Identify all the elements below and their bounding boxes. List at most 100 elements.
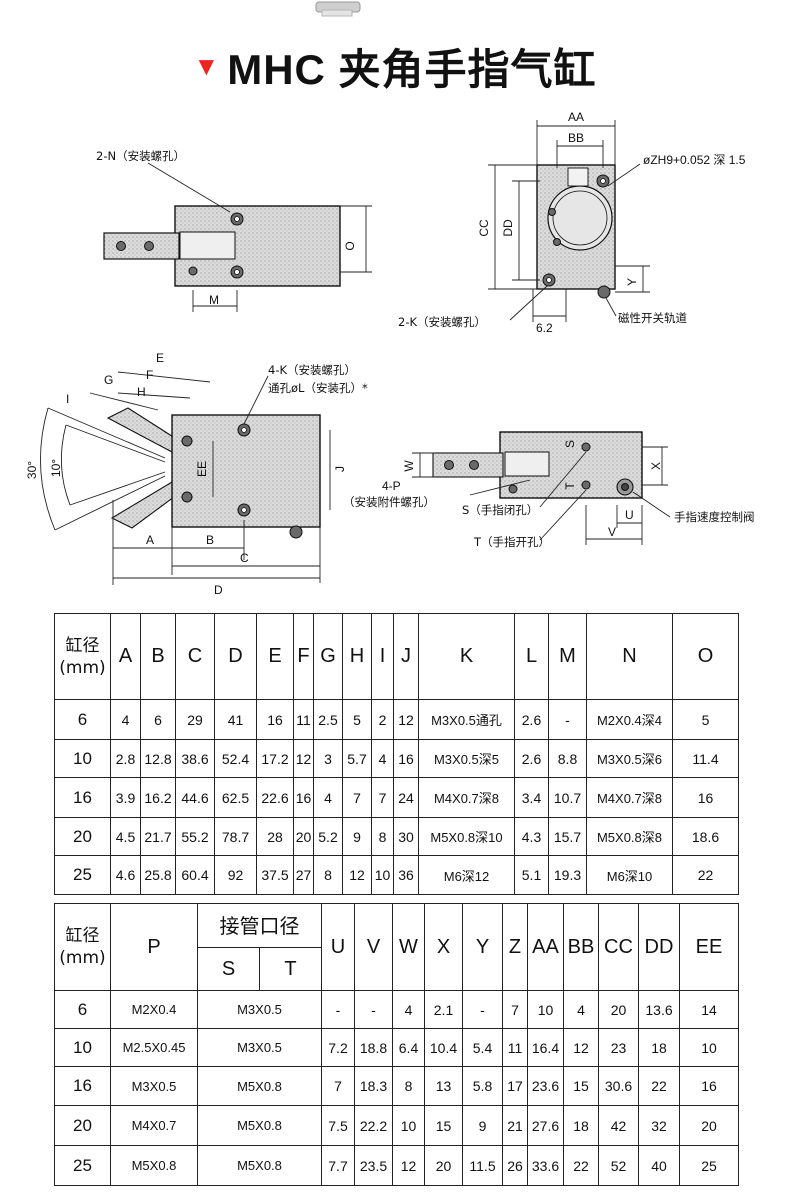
table-cell: M3X0.5深6 <box>586 739 673 778</box>
table-cell: 4.3 <box>514 817 549 856</box>
table-cell: 18.3 <box>354 1066 393 1106</box>
table-cell: M2X0.4 <box>110 990 198 1029</box>
label-d: D <box>214 583 223 597</box>
table-cell: 10 <box>679 1028 739 1067</box>
header-col: W <box>392 903 425 991</box>
table-cell: 7.2 <box>321 1028 355 1067</box>
table-cell: 27.6 <box>527 1105 564 1146</box>
table-cell: M4X0.7深8 <box>418 777 515 818</box>
label-t-port: T（手指开孔） <box>473 535 550 549</box>
header-col: EE <box>679 903 739 991</box>
table-cell: M6深12 <box>418 855 515 895</box>
table-cell: 10 <box>371 855 394 895</box>
table-cell: 5.7 <box>342 739 372 778</box>
table-cell: - <box>354 990 393 1029</box>
table-cell: 5 <box>672 699 739 740</box>
table-cell: 12 <box>393 699 419 740</box>
label-x: X <box>649 462 663 470</box>
table-cell: 26 <box>502 1145 528 1186</box>
table-cell: 5.8 <box>462 1066 503 1106</box>
table-row: 16 M3X0.5 M5X0.8 7 18.3 8 13 5.8 17 23.6… <box>54 1066 739 1106</box>
table-cell: 21.7 <box>140 817 176 856</box>
label-cc: CC <box>477 219 491 237</box>
table-cell: 5 <box>342 699 372 740</box>
table-cell: M5X0.8深8 <box>586 817 673 856</box>
table-cell: 20 <box>293 817 314 856</box>
table-cell: 4 <box>392 990 425 1029</box>
table-cell: 4 <box>371 739 394 778</box>
table-cell: 2.6 <box>514 739 549 778</box>
table-cell: 12 <box>392 1145 425 1186</box>
label-ee: EE <box>195 461 209 477</box>
table-cell: 16 <box>54 1066 111 1106</box>
header-col: AA <box>527 903 564 991</box>
table-cell: 36 <box>393 855 419 895</box>
label-speed-valve: 手指速度控制阀 <box>674 510 755 524</box>
label-two-n: 2-N（安装螺孔） <box>96 149 185 163</box>
table-2-header-row: 缸径 (mm) P 接管口径 U V W X Y Z AA BB CC DD E… <box>54 903 739 991</box>
table-cell: 5.2 <box>313 817 343 856</box>
table-cell: 25 <box>54 1145 111 1186</box>
header-col: L <box>514 613 549 700</box>
table-cell: 6.4 <box>392 1028 425 1067</box>
table-cell: 30.6 <box>598 1066 639 1106</box>
table-cell: 16.2 <box>140 777 176 818</box>
table-cell: M2.5X0.45 <box>110 1028 198 1067</box>
table-cell: M3X0.5通孔 <box>418 699 515 740</box>
table-cell: 55.2 <box>175 817 215 856</box>
table-cell: 29 <box>175 699 215 740</box>
header-col: I <box>371 613 394 700</box>
header-col: E <box>256 613 294 700</box>
label-y: Y <box>625 278 639 286</box>
header-bore: 缸径 (mm) <box>54 903 111 991</box>
table-cell: 52.4 <box>214 739 257 778</box>
table-cell: 22.6 <box>256 777 294 818</box>
table-row: 20 4.5 21.7 55.2 78.7 28 20 5.2 9 8 30 M… <box>54 817 739 856</box>
table-cell: 22 <box>672 855 739 895</box>
header-col: BB <box>563 903 599 991</box>
table-cell: 28 <box>256 817 294 856</box>
table-cell: 5.4 <box>462 1028 503 1067</box>
table-cell: 37.5 <box>256 855 294 895</box>
table-cell: 25.8 <box>140 855 176 895</box>
table-cell: 18.8 <box>354 1028 393 1067</box>
table-cell: 16 <box>256 699 294 740</box>
spec-table-1: 缸径 (mm) A B C D E F G H I J K L M N O 6 … <box>54 613 739 895</box>
page-title: ▼ MHC 夹角手指气缸 <box>0 38 790 94</box>
table-cell: 12.8 <box>140 739 176 778</box>
table-cell: 7 <box>321 1066 355 1106</box>
table-cell: 16 <box>679 1066 739 1106</box>
table-cell: 25 <box>679 1145 739 1186</box>
decorative-shaft-fragment <box>315 1 361 17</box>
label-30-deg: 30° <box>25 461 39 479</box>
table-cell: 4 <box>313 777 343 818</box>
table-cell: 3 <box>313 739 343 778</box>
top-view <box>103 162 372 312</box>
table-cell: 20 <box>54 1105 111 1146</box>
title-marker-icon: ▼ <box>193 51 220 81</box>
table-cell: 10 <box>54 739 111 778</box>
label-10-deg: 10° <box>49 459 63 477</box>
table-cell: 2.8 <box>110 739 141 778</box>
table-1-header-row: 缸径 (mm) A B C D E F G H I J K L M N O <box>54 613 739 700</box>
table-cell: 60.4 <box>175 855 215 895</box>
label-accessory-holes: （安装附件螺孔） <box>343 495 435 509</box>
table-cell: 25 <box>54 855 111 895</box>
header-col: Y <box>462 903 503 991</box>
table-cell: 16 <box>293 777 314 818</box>
table-cell: 3.9 <box>110 777 141 818</box>
label-two-k: 2-K（安装螺孔） <box>398 315 486 329</box>
table-cell: 4 <box>563 990 599 1029</box>
table-cell: 9 <box>342 817 372 856</box>
table-cell: 8 <box>392 1066 425 1106</box>
header-t: T <box>259 947 322 991</box>
header-col: M <box>548 613 587 700</box>
table-cell: 12 <box>563 1028 599 1067</box>
label-aa: AA <box>568 110 584 124</box>
table-cell: M2X0.4深4 <box>586 699 673 740</box>
label-c: C <box>240 551 249 565</box>
label-e: E <box>156 351 164 365</box>
table-cell: 23 <box>598 1028 639 1067</box>
table-cell: 92 <box>214 855 257 895</box>
table-cell: 4.6 <box>110 855 141 895</box>
